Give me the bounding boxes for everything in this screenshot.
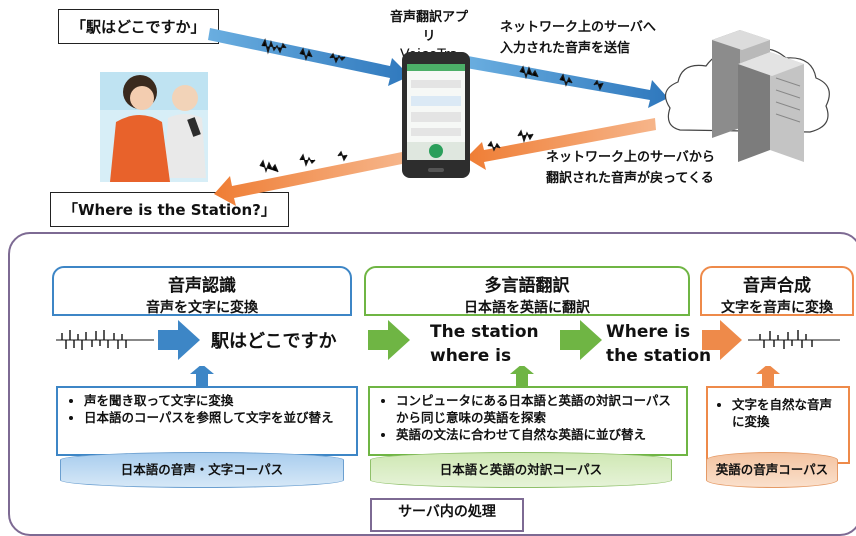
translated-text: Where is the station [606, 322, 712, 366]
speech-bubble-japanese: 「駅はどこですか」 [58, 9, 219, 44]
output-waveform-icon [748, 330, 840, 349]
stage-recognition-header: 音声認識 音声を文字に変換 [52, 266, 352, 316]
process-flow-arrows [56, 320, 840, 360]
translation-description: コンピュータにある日本語と英語の対訳コーパスから同じ意味の英語を探索 英語の文法… [368, 386, 688, 456]
recognized-text: 駅はどこですか [211, 331, 337, 352]
japanese-corpus-database: 日本語の音声・文字コーパス [60, 452, 344, 488]
translation-arrow-1 [368, 320, 410, 360]
travelers-illustration [100, 72, 208, 182]
parallel-corpus-database: 日本語と英語の対訳コーパス [370, 452, 672, 488]
translation-arrow-2 [560, 320, 602, 360]
network-illustration [100, 28, 830, 206]
send-caption: ネットワーク上のサーバへ 入力された音声を送信 [500, 20, 656, 56]
stage-synthesis-header: 音声合成 文字を音声に変換 [700, 266, 854, 316]
server-processing-label: サーバ内の処理 [370, 498, 524, 532]
corpus-up-arrows [190, 366, 780, 388]
waveform-icon [259, 38, 604, 174]
recognition-up-arrow [190, 366, 214, 388]
return-caption: ネットワーク上のサーバから 翻訳された音声が戻ってくる [546, 150, 715, 186]
server-icon [712, 30, 804, 162]
translation-up-arrow [510, 366, 534, 388]
recognition-arrow [158, 320, 200, 360]
input-waveform-icon [56, 330, 154, 350]
return-arrow-to-phone [466, 118, 656, 170]
stage-translation-header: 多言語翻訳 日本語を英語に翻訳 [364, 266, 690, 316]
synthesis-arrow [702, 320, 742, 360]
speech-bubble-english: 「Where is the Station?」 [50, 192, 289, 227]
english-speech-corpus-database: 英語の音声コーパス [706, 452, 838, 488]
return-arrow-to-bubble [214, 152, 402, 206]
synthesis-description: 文字を自然な音声に変換 [706, 386, 850, 464]
intermediate-translation: The station where is [430, 322, 539, 366]
recognition-description: 声を聞き取って文字に変換 日本語のコーパスを参照して文字を並び替え [56, 386, 358, 456]
synthesis-up-arrow [756, 366, 780, 388]
smartphone-illustration [402, 52, 470, 178]
send-arrow-to-phone [208, 28, 410, 86]
